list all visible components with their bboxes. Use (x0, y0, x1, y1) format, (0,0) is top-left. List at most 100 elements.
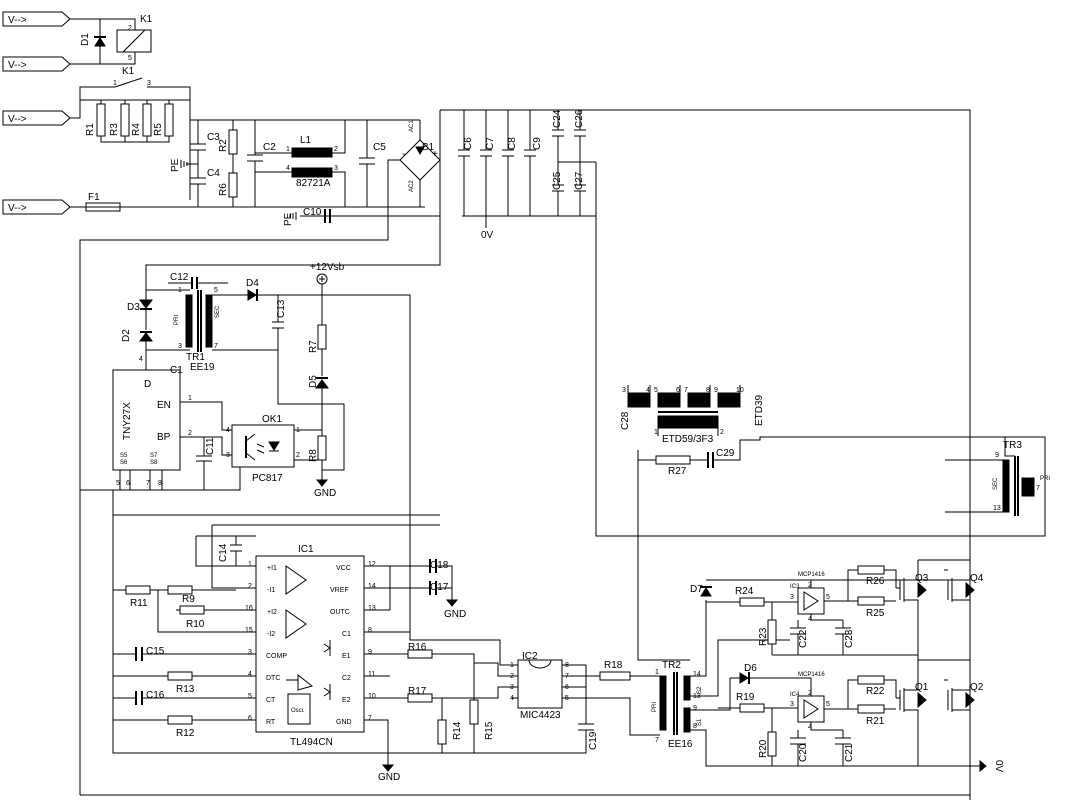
schematic-label: S8 (150, 460, 158, 466)
schematic-label: D5 (308, 375, 319, 388)
schematic-label: 3 (226, 452, 230, 459)
schematic-label: 15 (245, 627, 253, 634)
schematic-label: MCP1416 (798, 672, 825, 678)
schematic-label: C5 (373, 142, 386, 153)
schematic-label: 7 (368, 715, 372, 722)
schematic-label: 5 (128, 55, 132, 62)
schematic-label: C1 (170, 365, 183, 376)
schematic-label: EE16 (668, 739, 693, 750)
standby-supply: D3 D2 PRI SEC 1 3 5 7 TR1 EE19 C12 D4 C1… (80, 262, 411, 640)
schematic-label: PRI (652, 702, 658, 712)
schematic-label: EN (157, 400, 171, 411)
schematic-label: +I2 (267, 609, 277, 616)
schematic-label: COMP (266, 653, 287, 660)
schematic-label: 14 (368, 583, 376, 590)
schematic-label: 4 (248, 671, 252, 678)
schematic-label: 9 (693, 705, 697, 712)
schematic-label: 1 (654, 429, 658, 436)
schematic-label: 11 (368, 671, 375, 678)
schematic-label: R10 (186, 619, 205, 630)
schematic-label: 7 (214, 343, 218, 350)
schematic-label: C20 (798, 743, 809, 762)
schematic-label: Osci. (291, 708, 305, 714)
schematic-label: C3 (207, 132, 220, 143)
schematic-label: 3 (790, 701, 794, 708)
schematic-label: 1 (248, 561, 252, 568)
schematic-label: V--> (8, 114, 27, 125)
schematic-label: 8 (693, 723, 697, 730)
schematic-label: C24 (552, 109, 563, 128)
schematic-label: SEC (993, 477, 999, 490)
schematic-label: V--> (8, 203, 27, 214)
schematic-label: C1 (342, 631, 351, 638)
schematic-label: 5 (214, 287, 218, 294)
input-connector-4: V--> (2, 199, 71, 215)
ic1-support: C14 C18 C17 GND R11 R9 R10 C15 (113, 524, 599, 754)
schematic-label: L1 (300, 135, 312, 146)
schematic-label: C2 (263, 142, 276, 153)
schematic-label: 3 (622, 387, 626, 394)
schematic-label: C27 (574, 171, 585, 190)
schematic-label: +12Vsb (310, 262, 345, 273)
relay-k1: K1 2 5 D1 (70, 14, 153, 65)
schematic-label: R2 (218, 139, 229, 152)
schematic-label: D7 (690, 584, 703, 595)
schematic-label: GND (444, 609, 466, 620)
schematic-label: S6 (120, 460, 128, 466)
transformer-tr2: R18 TR2 EE16 PRI S2 S1 1 7 14 13 9 8 (586, 600, 970, 767)
schematic-label: 2 (296, 452, 300, 459)
schematic-label: DTC (266, 675, 280, 682)
schematic-label: C29 (716, 448, 735, 459)
schematic-label: PC817 (252, 473, 283, 484)
bulk-capacitors: C6 C7 C8 C9 C24 C26 C25 C27 0V (145, 109, 1046, 800)
schematic-label: 9 (368, 649, 372, 656)
schematic-label: 13 (368, 605, 376, 612)
schematic-label: D3 (127, 302, 140, 313)
resistor-r5: R5 (153, 103, 174, 137)
schematic-label: 7 (146, 480, 150, 487)
schematic-label: IC2 (522, 651, 538, 662)
input-connector-1: V--> (2, 11, 71, 27)
schematic-label: R14 (452, 721, 463, 740)
schematic-label: 8 (158, 480, 162, 487)
schematic-label: Q4 (970, 573, 984, 584)
schematic-label: 2 (248, 583, 252, 590)
schematic-label: TR1 (186, 352, 205, 363)
schematic-label: C21 (844, 743, 855, 762)
schematic-label: D1 (80, 33, 91, 46)
schematic-label: TR2 (662, 660, 681, 671)
schematic-label: ETD39 (754, 394, 765, 426)
schematic-label: R11 (130, 598, 148, 609)
schematic-label: 5 (248, 693, 252, 700)
schematic-label: 3 (178, 343, 182, 350)
schematic-label: R27 (668, 466, 687, 477)
schematic-label: PE (170, 158, 181, 172)
schematic-label: 16 (245, 605, 253, 612)
schematic-label: R19 (736, 692, 755, 703)
schematic-label: K1 (140, 14, 153, 25)
schematic-label: S7 (150, 453, 158, 459)
schematic-label: 8 (706, 387, 710, 394)
schematic-label: R20 (758, 739, 769, 758)
schematic-label: R5 (153, 123, 164, 136)
schematic-label: S2 (697, 686, 703, 694)
schematic-label: 2 (808, 582, 812, 589)
schematic-label: BP (157, 432, 171, 443)
schematic-label: 5 (826, 594, 830, 601)
schematic-label: R25 (866, 608, 885, 619)
fuse-f1: F1 (70, 192, 425, 212)
schematic-label: R17 (408, 686, 427, 697)
schematic-label: S5 (120, 453, 128, 459)
resistor-r1: R1 (85, 103, 106, 137)
schematic-label: GND (378, 772, 400, 783)
schematic-label: C28 (620, 411, 631, 430)
schematic-label: C18 (430, 560, 449, 571)
schematic-label: C22 (798, 629, 809, 648)
schematic-label: 13 (993, 505, 1001, 512)
schematic-label: C26 (574, 109, 585, 128)
schematic-label: C16 (146, 690, 165, 701)
schematic-label: 1 (188, 395, 192, 402)
lower-gate-driver: D6 R19 R20 C20 C21 IC4 MCP1416 2 3 4 5 R… (718, 659, 1004, 773)
schematic-label: C8 (507, 137, 518, 150)
